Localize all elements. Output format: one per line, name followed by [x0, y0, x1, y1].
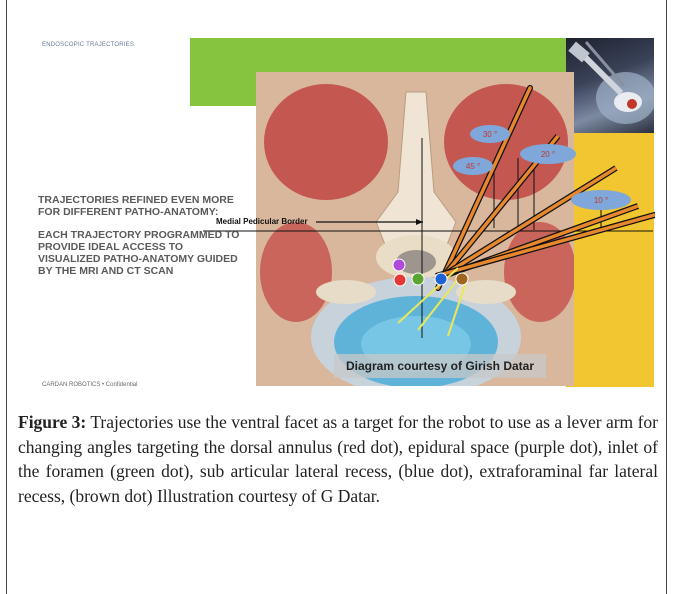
left-body: EACH TRAJECTORY PROGRAMMED TO PROVIDE ID…: [38, 229, 248, 277]
angle-label-20: 20 °: [541, 150, 555, 159]
brown-dot: [456, 273, 468, 285]
trajectory-lines: [398, 88, 655, 336]
diagram-credit: Diagram courtesy of Girish Datar: [334, 354, 546, 378]
green-dot: [412, 273, 424, 285]
caption-label: Figure 3:: [18, 412, 86, 432]
blue-dot: [435, 273, 447, 285]
caption-text: Trajectories use the ventral facet as a …: [18, 412, 658, 506]
angle-label-45: 45 °: [466, 162, 480, 171]
figure-caption: Figure 3: Trajectories use the ventral f…: [18, 410, 658, 508]
left-heading: TRAJECTORIES REFINED EVEN MORE FOR DIFFE…: [38, 194, 248, 218]
slide-footer: CARDAN ROBOTICS • Confidential: [42, 382, 137, 388]
red-dot: [394, 274, 406, 286]
slide-left-text: TRAJECTORIES REFINED EVEN MORE FOR DIFFE…: [38, 194, 248, 288]
slide-image: ENDOSCOPIC TRAJECTORIES: [18, 18, 655, 392]
purple-dot: [393, 259, 405, 271]
angle-label-30: 30 °: [483, 130, 497, 139]
angle-label-10: 10 °: [594, 196, 608, 205]
